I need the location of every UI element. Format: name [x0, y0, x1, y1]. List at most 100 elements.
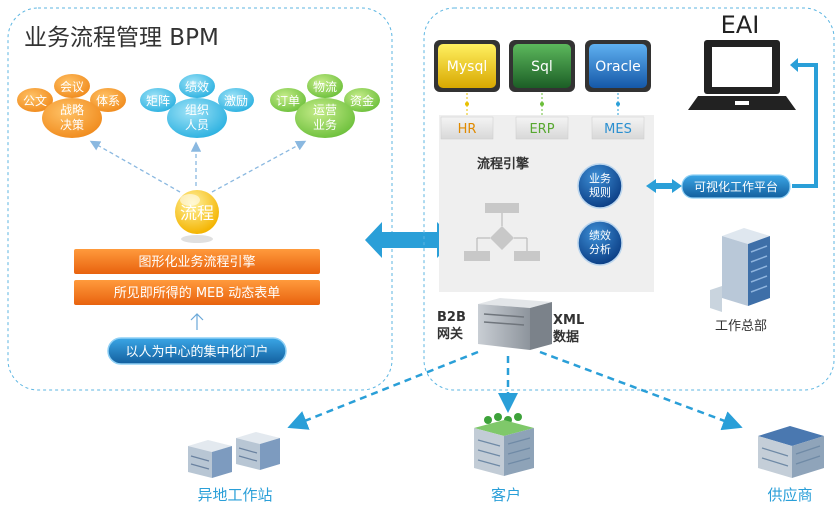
gateway-line2: 网关 — [437, 326, 463, 342]
remote-b1-right — [212, 446, 232, 478]
system-erp-label: ERP — [529, 122, 554, 137]
arrow-to-remote — [287, 350, 479, 430]
bubble-juzhen-label: 矩阵 — [146, 94, 170, 108]
server-slot-2 — [483, 321, 525, 326]
laptop-trackpad — [735, 101, 749, 105]
flow-box-right — [514, 251, 540, 261]
eai-arrow-head — [790, 58, 798, 72]
customer-left — [474, 428, 504, 476]
arrow-to-strategy — [89, 140, 181, 193]
laptop-icon — [688, 40, 796, 110]
flow-box-top — [485, 203, 519, 213]
bubble-org-center — [167, 98, 227, 138]
customer-tree-4 — [514, 413, 522, 421]
bubble-dingdan — [270, 88, 306, 112]
process-ball-shadow — [181, 235, 213, 243]
bubble-huiyi — [54, 74, 90, 98]
customer-right — [504, 428, 534, 476]
bubble-gongwen — [17, 88, 53, 112]
system-hr-label: HR — [458, 122, 477, 137]
customer-building-icon — [474, 413, 534, 476]
bar-dynamic-form-label: 所见即所得的 MEB 动态表单 — [114, 285, 281, 301]
headquarters-building-icon — [710, 228, 770, 312]
ops-center-line1: 运营 — [313, 103, 337, 117]
performance-line1: 绩效 — [589, 228, 611, 242]
headquarters-label: 工作总部 — [715, 319, 767, 334]
engine-platform-arrow — [646, 179, 682, 193]
business-rules-line1: 业务 — [589, 172, 611, 185]
cluster-ops: 订单 物流 资金 运营 业务 — [270, 74, 380, 138]
bubble-juzhen — [140, 88, 176, 112]
hq-windows — [750, 245, 768, 293]
cluster-org: 矩阵 绩效 激励 组织 人员 — [140, 74, 254, 138]
remote-windows — [190, 447, 258, 470]
flow-diamond — [490, 226, 514, 250]
portal-label: 以人为中心的集中化门户 — [125, 344, 268, 360]
bubble-jili-label: 激励 — [224, 94, 248, 108]
remote-b1-left — [188, 446, 212, 478]
remote-b1-roof — [188, 440, 232, 452]
bubble-tixi-label: 体系 — [96, 94, 120, 108]
platform-pill — [681, 174, 791, 199]
strategy-center-line1: 战略 — [60, 102, 84, 117]
supplier-building-icon — [758, 426, 824, 478]
xml-line2: 数据 — [553, 329, 579, 345]
output-customer-label: 客户 — [491, 486, 521, 504]
ops-center-line2: 业务 — [313, 117, 337, 132]
system-mes — [591, 116, 645, 140]
xml-line1: XML — [553, 313, 584, 328]
system-hr — [440, 116, 494, 140]
db-mysql: Mysql — [434, 40, 500, 92]
remote-b2-roof — [236, 432, 280, 444]
bubble-strategy-center — [42, 98, 102, 138]
bubble-jixiao — [179, 74, 215, 98]
bpm-title: 业务流程管理 BPM — [24, 25, 219, 51]
eai-label: EAI — [721, 11, 760, 39]
hq-roof — [722, 228, 770, 244]
bar-flow-engine-label: 图形化业务流程引擎 — [138, 254, 255, 270]
server-front — [478, 304, 530, 350]
supplier-windows — [761, 445, 821, 467]
customer-tree-1 — [484, 416, 492, 424]
output-supplier-label: 供应商 — [767, 486, 812, 504]
output-remote-label: 异地工作站 — [197, 486, 272, 504]
portal-pill — [107, 337, 287, 365]
customer-windows — [477, 437, 531, 467]
connector-mysql-dot — [465, 102, 469, 106]
bidirectional-arrow — [365, 222, 455, 258]
remote-workstation-icon — [188, 432, 280, 478]
hq-left-wall — [722, 236, 748, 306]
laptop-screen — [712, 47, 772, 87]
db-sql-face — [513, 44, 571, 88]
circle-performance-analysis — [577, 220, 623, 266]
db-oracle-label: Oracle — [595, 59, 641, 75]
process-label: 流程 — [180, 204, 214, 224]
bubble-wuliu — [307, 74, 343, 98]
server-icon — [478, 298, 552, 350]
bubble-huiyi-label: 会议 — [60, 80, 84, 94]
remote-b2-left — [236, 438, 260, 470]
bubble-wuliu-label: 物流 — [313, 80, 337, 94]
customer-tree-2 — [494, 413, 502, 421]
bubble-gongwen-label: 公文 — [23, 93, 47, 108]
bubble-ops-center — [295, 98, 355, 138]
arrow-to-supplier — [539, 350, 743, 431]
strategy-center-line2: 决策 — [60, 118, 84, 132]
business-rules-line2: 规则 — [589, 185, 611, 199]
org-center-line2: 人员 — [185, 118, 209, 132]
engine-area — [439, 115, 654, 292]
server-slot-1 — [483, 313, 525, 318]
connector-oracle-dot — [616, 102, 620, 106]
platform-label: 可视化工作平台 — [694, 179, 778, 194]
supplier-roof — [758, 426, 824, 446]
engine-label: 流程引擎 — [477, 156, 529, 172]
org-center-line1: 组织 — [185, 103, 209, 117]
bubble-tixi — [90, 88, 126, 112]
server-top — [478, 298, 552, 308]
system-erp — [515, 116, 569, 140]
hq-right-wall — [748, 236, 770, 306]
db-oracle: Oracle — [585, 40, 651, 92]
bubble-dingdan-label: 订单 — [276, 94, 300, 108]
bpm-panel — [7, 7, 393, 391]
